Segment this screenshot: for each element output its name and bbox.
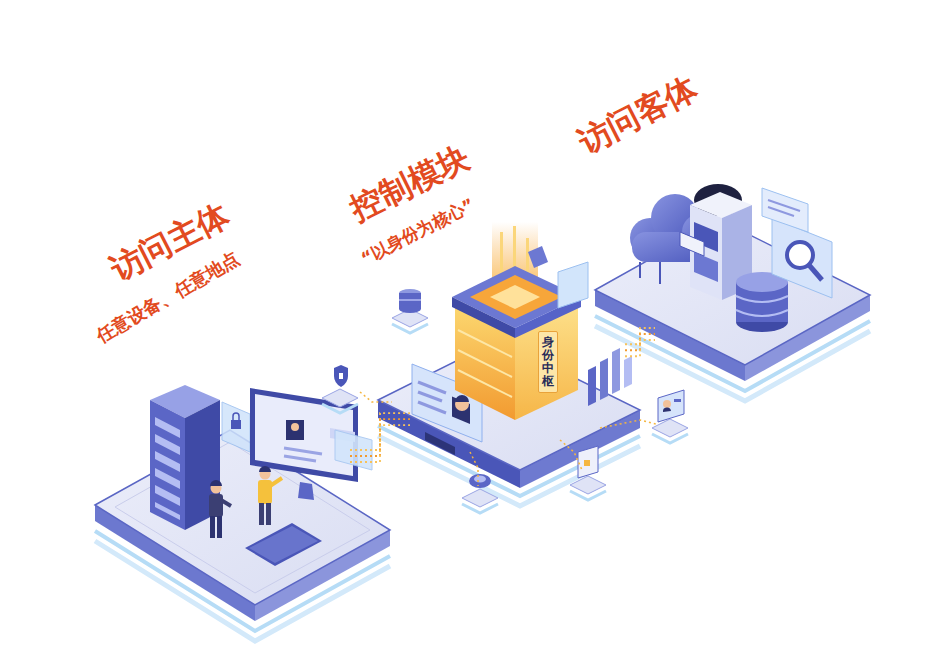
identity-hub: 身份中枢: [538, 331, 558, 394]
right-platform: [595, 184, 870, 401]
wire-bundle: [625, 328, 655, 356]
platform: 控制模块“以身份为核心”身份中枢: [410, 330, 625, 465]
decor-wires: [360, 392, 656, 486]
middle-platform: [378, 222, 640, 506]
wire: [350, 425, 410, 462]
wire: [625, 334, 655, 350]
platform: 访问客体: [655, 215, 865, 355]
left-platform: [95, 385, 390, 641]
hub-label: 身份中枢: [542, 336, 554, 389]
wire: [625, 340, 655, 356]
heading: 访问客体: [573, 70, 704, 161]
wire-bundle: [350, 413, 410, 462]
platform: 访问主体任意设备、任意地点: [100, 420, 350, 600]
wire: [625, 328, 655, 344]
